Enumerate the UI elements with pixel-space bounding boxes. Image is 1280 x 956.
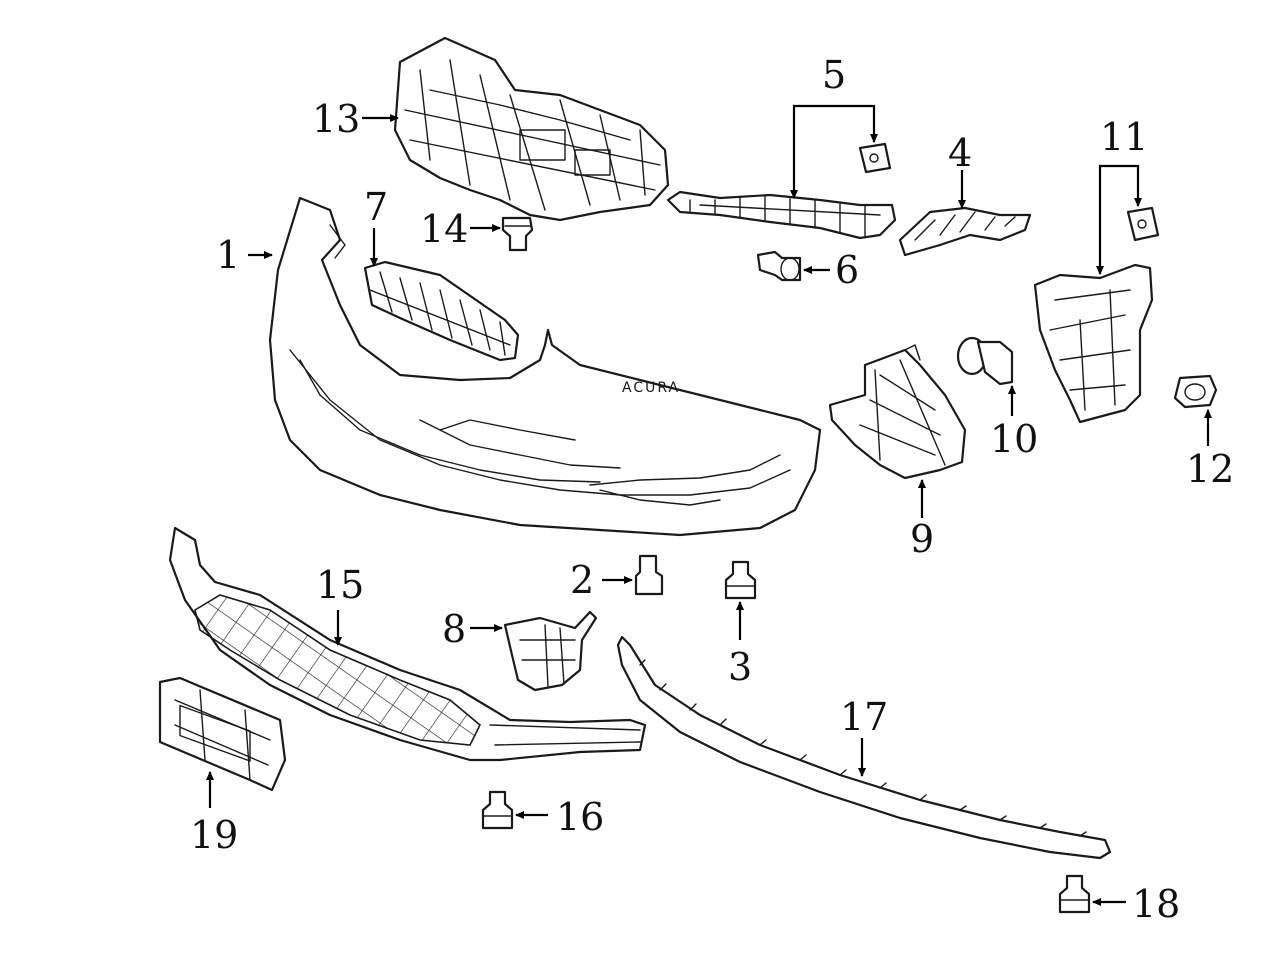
callout-2: 2 xyxy=(570,558,594,602)
callout-5: 5 xyxy=(822,53,846,97)
part-12-push-clip xyxy=(1173,374,1218,409)
callout-3: 3 xyxy=(728,645,752,689)
leader-11b xyxy=(1120,164,1142,207)
callout-13: 13 xyxy=(312,97,360,141)
callout-8: 8 xyxy=(442,607,466,651)
leader-5a xyxy=(790,104,832,199)
callout-4: 4 xyxy=(948,131,972,175)
part-5-bumper-bracket xyxy=(666,190,897,240)
part-6-bolt xyxy=(756,250,802,282)
part-1-bumper-cover: ACURA xyxy=(268,196,822,537)
part-11-side-retainer xyxy=(1033,263,1154,424)
part-3-clip xyxy=(724,560,757,600)
callout-1: 1 xyxy=(216,233,240,277)
leader-lines xyxy=(206,104,1212,906)
callout-19: 19 xyxy=(190,813,238,857)
leader-11a xyxy=(1096,164,1120,275)
callout-12: 12 xyxy=(1186,447,1234,491)
callout-14: 14 xyxy=(420,207,468,251)
callout-15: 15 xyxy=(316,563,364,607)
part-4-side-bracket xyxy=(898,206,1032,257)
callout-6: 6 xyxy=(835,248,859,292)
part-19-license-bracket xyxy=(158,676,287,792)
callout-9: 9 xyxy=(910,517,934,561)
part-11-clip-nut xyxy=(1126,206,1160,242)
part-10-cap xyxy=(956,336,1014,386)
callout-17: 17 xyxy=(840,695,888,739)
part-14-clip xyxy=(501,216,534,252)
part-9-side-housing xyxy=(828,344,967,480)
part-16-clip xyxy=(481,790,514,830)
leader-5b xyxy=(832,104,878,143)
callout-18: 18 xyxy=(1132,882,1180,926)
part-2-bolt xyxy=(634,554,664,596)
callout-16: 16 xyxy=(556,795,604,839)
callout-11: 11 xyxy=(1100,115,1148,159)
part-8-lower-bracket xyxy=(503,610,598,692)
part-17-lower-strip xyxy=(616,635,1112,860)
emblem-text: ACURA xyxy=(622,380,680,396)
part-18-clip xyxy=(1058,874,1091,914)
part-7-center-bracket xyxy=(363,260,520,362)
part-13-upper-absorber xyxy=(393,36,670,222)
callout-10: 10 xyxy=(990,417,1038,461)
part-5-clip-nut xyxy=(858,142,892,174)
part-15-lower-grille xyxy=(168,526,647,762)
callout-labels: 1 2 3 4 5 6 7 8 9 10 11 12 13 14 15 16 1… xyxy=(190,53,1234,926)
callout-7: 7 xyxy=(364,185,388,229)
